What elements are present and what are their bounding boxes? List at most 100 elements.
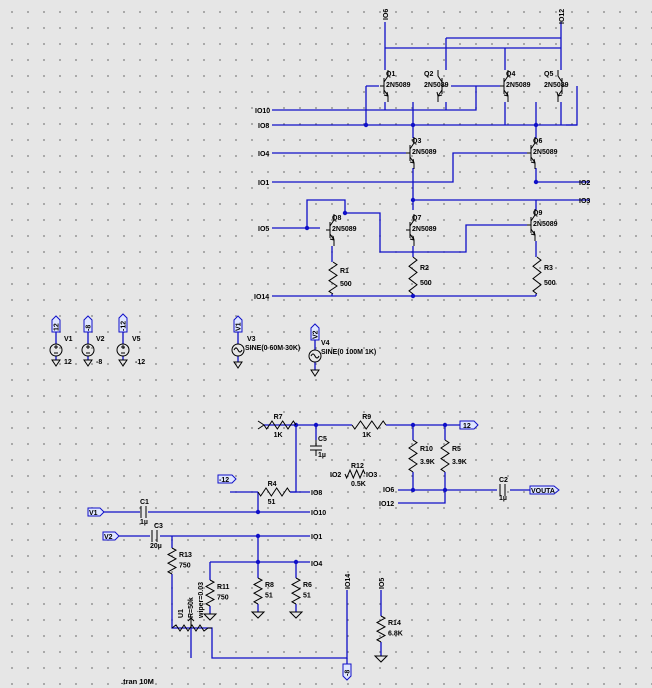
- source-v4[interactable]: V4 SINE(0 100M 1K): [308, 340, 376, 377]
- resistor-value: 750: [179, 563, 191, 570]
- transistors: Q12N5089Q22N5089Q42N5089Q52N5089Q32N5089…: [326, 70, 569, 246]
- svg-text:wiper=0.03: wiper=0.03: [198, 582, 205, 619]
- transistor-q2[interactable]: Q2 2N5089: [424, 70, 449, 102]
- transistor-model: 2N5089: [332, 226, 357, 233]
- svg-text:V3: V3: [247, 336, 256, 343]
- port-m8-bottom[interactable]: -8: [342, 663, 352, 681]
- net-io4-bottom: IO4: [311, 561, 322, 568]
- resistor-ref: R7: [274, 414, 283, 421]
- net-io3-r12: IO3: [366, 472, 377, 479]
- source-v2[interactable]: V2 -8: [81, 336, 105, 367]
- svg-text:-12: -12: [121, 321, 128, 331]
- svg-text:V2: V2: [96, 336, 105, 343]
- net-io2-r12: IO2: [330, 472, 341, 479]
- svg-text:C2: C2: [499, 477, 508, 484]
- resistors: R1500R2500R3500R71KR91KR103.9KR53.9KR120…: [166, 256, 556, 643]
- net-io5: IO5: [258, 226, 269, 233]
- resistor-value: 1K: [362, 432, 371, 439]
- svg-text:SINE(0 60M 30K): SINE(0 60M 30K): [245, 345, 300, 352]
- port-p12-right[interactable]: 12: [459, 420, 479, 430]
- svg-text:V2: V2: [104, 534, 113, 541]
- svg-text:V1: V1: [236, 322, 243, 331]
- capacitor-c2[interactable]: C2 1µ: [499, 477, 508, 502]
- net-io5-bottom: IO5: [379, 578, 386, 589]
- resistor-r5[interactable]: R53.9K: [440, 439, 467, 473]
- net-io2: IO2: [579, 180, 590, 187]
- port-v1-v3[interactable]: V1: [233, 315, 243, 333]
- resistor-ref: R2: [420, 265, 429, 272]
- resistor-ref: R3: [544, 265, 553, 272]
- net-io14: IO14: [254, 294, 269, 301]
- svg-text:-8: -8: [345, 670, 352, 676]
- transistor-model: 2N5089: [544, 82, 569, 89]
- transistor-ref: Q7: [412, 215, 421, 222]
- resistor-value: 500: [544, 280, 556, 287]
- resistor-ref: R6: [303, 582, 312, 589]
- resistor-ref: R1: [340, 268, 349, 275]
- svg-text:V5: V5: [132, 336, 141, 343]
- transistor-q8[interactable]: Q8 2N5089: [326, 214, 357, 246]
- net-io3: IO3: [579, 198, 590, 205]
- capacitor-c1[interactable]: C1 1µ: [140, 499, 149, 526]
- potentiometer-u1[interactable]: U1 R=50k wiper=0.03: [171, 582, 212, 632]
- svg-text:-8: -8: [96, 359, 102, 366]
- capacitor-c5[interactable]: C5 1µ: [310, 436, 327, 459]
- transistor-model: 2N5089: [424, 82, 449, 89]
- port-v2-v4[interactable]: V2: [310, 323, 320, 341]
- port-v2[interactable]: V2: [102, 531, 120, 541]
- net-io6-top: IO6: [383, 9, 390, 20]
- resistor-r7[interactable]: R7 1K: [263, 414, 297, 439]
- net-labels: IO6 IO12 IO10 IO8 IO4 IO1 IO2 IO3 IO5 IO…: [254, 9, 590, 589]
- svg-text:1µ: 1µ: [318, 452, 326, 459]
- svg-text:C1: C1: [140, 499, 149, 506]
- source-v5[interactable]: V5 -12: [116, 336, 145, 367]
- resistor-value: 1K: [274, 432, 283, 439]
- svg-text:12: 12: [64, 359, 72, 366]
- resistor-r3[interactable]: R3 500: [532, 256, 556, 295]
- resistor-value: 0.5K: [351, 481, 366, 488]
- svg-text:V1: V1: [64, 336, 73, 343]
- wires: [55, 22, 590, 664]
- resistor-value: 3.9K: [420, 459, 435, 466]
- transistor-ref: Q6: [533, 138, 542, 145]
- svg-text:20µ: 20µ: [150, 543, 162, 550]
- source-v3[interactable]: V3 SINE(0 60M 30K): [231, 336, 300, 369]
- port-m12-v5[interactable]: -12: [118, 313, 128, 333]
- svg-text:C5: C5: [318, 436, 327, 443]
- capacitor-c3[interactable]: C3 20µ: [150, 523, 163, 550]
- port-v1[interactable]: V1: [87, 507, 105, 517]
- svg-text:SINE(0 100M 1K): SINE(0 100M 1K): [321, 349, 376, 356]
- net-io8-bottom: IO8: [311, 490, 322, 497]
- resistor-r6[interactable]: R6 51: [290, 577, 312, 605]
- source-v1[interactable]: V1 12: [49, 336, 73, 367]
- spice-directive[interactable]: .tran 10M: [121, 677, 154, 686]
- resistor-value: 51: [303, 593, 311, 600]
- resistor-value: 51: [265, 593, 273, 600]
- svg-text:V1: V1: [89, 510, 98, 517]
- transistor-ref: Q2: [424, 71, 433, 78]
- port-m8-v2[interactable]: -8: [83, 315, 93, 333]
- port-vouta[interactable]: VOUTA: [529, 485, 560, 495]
- transistor-ref: Q8: [332, 215, 341, 222]
- transistor-model: 2N5089: [533, 221, 558, 228]
- port-m12-left[interactable]: -12: [217, 474, 237, 484]
- port-p12-v1[interactable]: 12: [51, 315, 61, 333]
- transistor-model: 2N5089: [506, 82, 531, 89]
